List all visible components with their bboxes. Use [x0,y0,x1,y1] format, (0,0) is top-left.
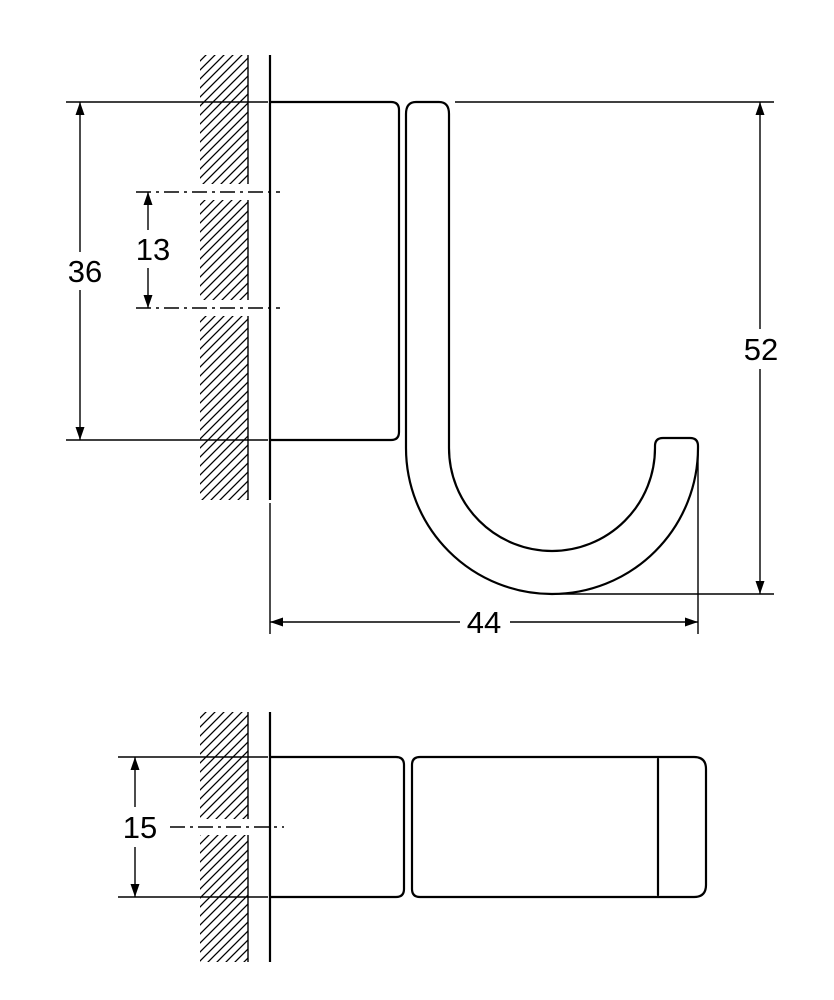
label-halo [116,807,162,847]
wall-section [194,55,272,500]
dimension-width: 15 [116,756,268,898]
hatch-gap [194,819,254,835]
arrowhead-up [130,757,140,770]
mounting-hole-centerlines [136,191,280,309]
arrowhead-left [270,617,283,627]
arrowhead-down [143,295,153,308]
label-halo [131,230,175,268]
plan-view: 15 [116,712,708,962]
wall-hatch [200,55,248,500]
label-halo [460,602,510,642]
dimension-hole-spacing: 13 [131,192,175,308]
hook-plate-plan-outline [268,755,406,899]
dimension-label-36: 36 [68,254,102,289]
hook-mounting-plate-outline [268,100,401,442]
label-halo [62,252,108,290]
hook-arm-plan-outline [410,755,708,899]
dimension-projection: 44 [269,454,699,642]
dimension-label-13: 13 [136,232,170,267]
arrowhead-down [755,581,765,594]
dimension-label-52: 52 [744,332,778,367]
label-halo [737,329,785,369]
arrowhead-up [143,192,153,205]
wall-section [194,712,272,962]
arrowhead-down [75,427,85,440]
dimension-label-15: 15 [123,810,157,845]
dimension-plate-height: 36 [62,101,268,441]
hook-arm-outline [404,100,700,596]
wall-hatch [200,712,248,962]
dimension-overall-height: 52 [455,101,785,595]
arrowhead-right [685,617,698,627]
arrowhead-up [75,102,85,115]
arrowhead-up [755,102,765,115]
dimension-label-44: 44 [467,605,501,640]
arrowhead-down [130,884,140,897]
side-view: 36 13 52 44 [62,55,785,642]
